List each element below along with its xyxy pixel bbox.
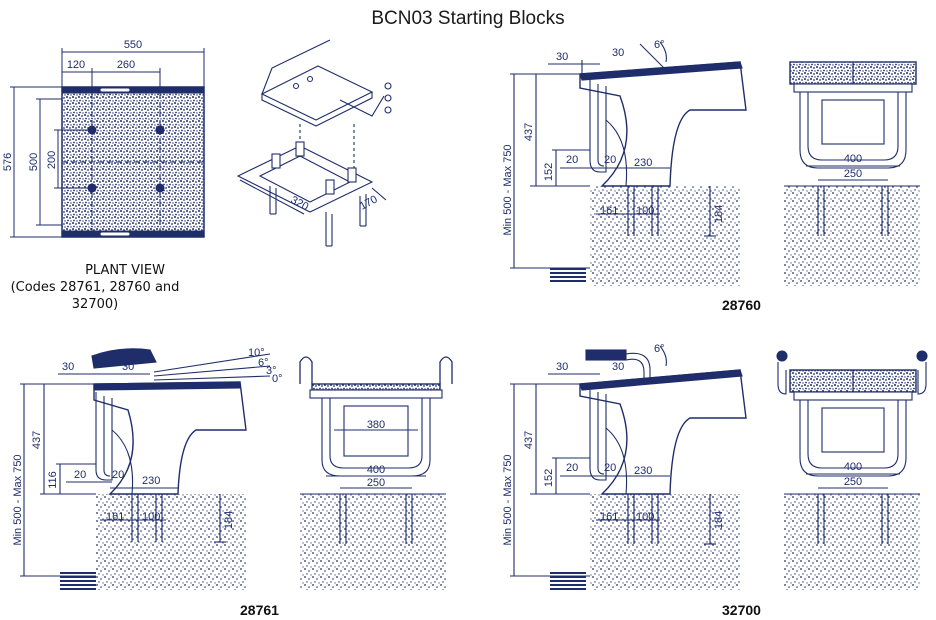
dim-plant-height: 576 — [2, 153, 14, 171]
block-body-32700 — [579, 369, 747, 495]
dim-32700-gap1: 20 — [566, 462, 578, 474]
plant-handle-bottom — [99, 231, 131, 237]
dim-28760-gap2: 20 — [604, 154, 616, 166]
water-32700 — [550, 572, 586, 590]
dim-plant-left-offset: 120 — [67, 59, 85, 71]
ground-front-32700 — [784, 494, 920, 590]
side-view-28760 — [510, 41, 747, 286]
side-view-28761 — [20, 348, 271, 590]
dim-32700-depth: 184 — [713, 511, 725, 529]
dim-28761-angle3: 3° — [266, 365, 277, 377]
code-28761: 28761 — [240, 602, 279, 618]
dim-28761-angle4: 0° — [272, 373, 283, 385]
block-body-28761 — [93, 381, 247, 495]
dim-28761-angle1: 10° — [248, 347, 265, 359]
dim-32700-range: Min 500 - Max 750 — [502, 454, 514, 545]
dim-28761-front-width: 400 — [367, 464, 385, 476]
page-title: BCN03 Starting Blocks — [371, 8, 565, 29]
dim-28760-front-width: 400 — [844, 153, 862, 165]
dim-32700-front-width: 400 — [844, 461, 862, 473]
dim-28761-gap2: 20 — [112, 469, 124, 481]
plant-view — [10, 48, 205, 238]
dim-28761-top-a: 30 — [62, 361, 74, 373]
ground-front-28760 — [784, 186, 920, 286]
dim-28761-base: 230 — [142, 475, 160, 487]
dim-28761-range: Min 500 - Max 750 — [12, 454, 24, 545]
dim-plant-inner-span: 260 — [117, 59, 135, 71]
plant-top-edge — [61, 86, 205, 94]
front-top-28761 — [311, 383, 441, 391]
dim-28761-inner-width: 380 — [367, 419, 385, 431]
dim-28760-top-a: 30 — [556, 51, 568, 63]
water-28760 — [550, 266, 586, 284]
dim-32700-height: 437 — [523, 431, 535, 449]
plant-view-caption: PLANT VIEW (Codes 28761, 28760 and 32700… — [11, 262, 220, 313]
dim-28760-angle: 6° — [654, 39, 665, 51]
dim-28761-anchor-a: 161 — [106, 511, 124, 523]
dim-28760-depth: 184 — [713, 205, 725, 223]
code-32700: 32700 — [722, 602, 761, 618]
dim-32700-top-a: 30 — [556, 361, 568, 373]
ground-front-28761 — [300, 494, 446, 590]
dim-28760-base: 230 — [634, 157, 652, 169]
dim-iso-depth: 170 — [358, 193, 380, 212]
dim-28760-anchor-a: 161 — [600, 205, 618, 217]
dim-32700-low: 152 — [543, 469, 555, 487]
dim-28761-depth: 184 — [223, 511, 235, 529]
block-body-28760 — [579, 61, 747, 187]
dim-plant-width: 550 — [124, 39, 142, 51]
dim-32700-top-b: 30 — [612, 361, 624, 373]
dim-28760-front-anchor: 250 — [844, 168, 862, 180]
dim-32700-front-anchor: 250 — [844, 476, 862, 488]
handle-grip-32700 — [585, 349, 627, 361]
front-view-32700 — [776, 350, 928, 590]
dim-32700-gap2: 20 — [604, 462, 616, 474]
dim-28761-gap1: 20 — [74, 469, 86, 481]
dim-28760-range: Min 500 - Max 750 — [502, 144, 514, 235]
dim-28760-gap1: 20 — [566, 154, 578, 166]
side-view-32700 — [510, 345, 747, 590]
dim-28761-front-anchor: 250 — [367, 477, 385, 489]
dim-28760-low: 152 — [543, 163, 555, 181]
front-view-28760 — [784, 61, 920, 286]
dim-28761-height: 437 — [31, 431, 43, 449]
dim-28760-anchor-b: 100 — [636, 205, 654, 217]
water-28761 — [60, 572, 96, 590]
dim-plant-inner-height: 500 — [28, 153, 40, 171]
dim-plant-mid-height: 200 — [46, 151, 58, 169]
dim-28761-anchor-b: 100 — [142, 511, 160, 523]
ground-32700 — [590, 494, 740, 590]
dim-28761-top-b: 30 — [122, 361, 134, 373]
plant-view-codes: (Codes 28761, 28760 and 32700) — [10, 280, 180, 312]
plant-bottom-edge — [61, 230, 205, 238]
dim-32700-anchor-a: 161 — [600, 511, 618, 523]
dim-32700-angle: 6° — [654, 343, 665, 355]
dim-28760-top-b: 30 — [612, 47, 624, 59]
ground-28760 — [590, 186, 740, 286]
dim-32700-anchor-b: 100 — [636, 511, 654, 523]
dim-28761-angle2: 6° — [258, 357, 269, 369]
iso-top-plate — [260, 65, 374, 121]
code-28760: 28760 — [722, 297, 761, 313]
dim-28760-height: 437 — [523, 123, 535, 141]
dim-28761-low: 116 — [47, 471, 59, 489]
isometric-view — [236, 39, 392, 247]
plant-handle-top — [99, 87, 131, 93]
plant-view-label: PLANT VIEW — [85, 263, 165, 278]
top-wedge-28761 — [91, 348, 157, 369]
dim-32700-base: 230 — [634, 465, 652, 477]
front-view-28761 — [299, 356, 453, 590]
